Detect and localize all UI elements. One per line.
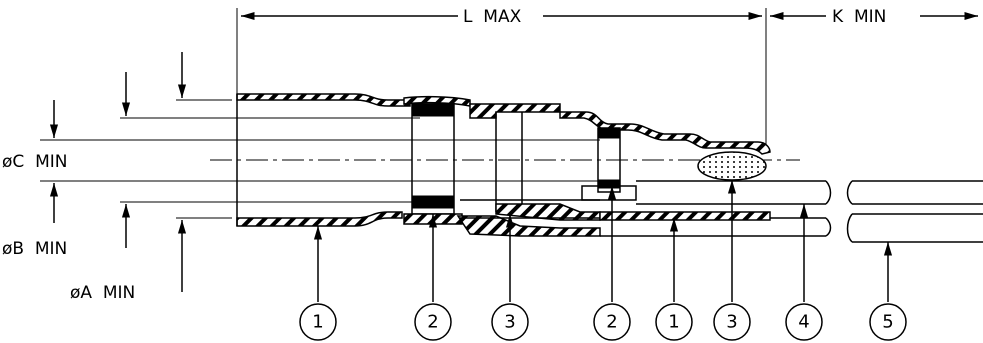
solder-ring-right bbox=[581, 127, 637, 201]
dia-b-label: øB MIN bbox=[2, 239, 67, 259]
svg-text:2: 2 bbox=[606, 312, 617, 333]
svg-text:5: 5 bbox=[882, 312, 893, 333]
dimension-dia-b: øB MIN bbox=[2, 72, 420, 259]
leader-lines bbox=[313, 180, 893, 302]
wire-left bbox=[460, 180, 832, 237]
dimension-dia-a: øA MIN bbox=[70, 52, 232, 303]
callout-balloon-7: 4 bbox=[785, 303, 823, 341]
svg-text:1: 1 bbox=[312, 312, 323, 333]
wire-right bbox=[846, 180, 983, 243]
taper-sleeve bbox=[559, 111, 771, 155]
dia-c-label: øC MIN bbox=[2, 152, 67, 172]
svg-text:2: 2 bbox=[427, 312, 438, 333]
callout-balloon-4: 2 bbox=[593, 303, 631, 341]
callout-balloon-3: 3 bbox=[491, 303, 529, 341]
callout-balloon-8: 5 bbox=[869, 303, 907, 341]
callout-balloon-2: 2 bbox=[414, 303, 452, 341]
inner-sleeve bbox=[456, 103, 601, 237]
l-max-label: L MAX bbox=[463, 7, 522, 27]
dimension-l-max: L MAX bbox=[236, 7, 767, 150]
callout-balloon-1: 1 bbox=[299, 303, 337, 341]
dimension-dia-c: øC MIN bbox=[2, 100, 600, 223]
outer-sleeve bbox=[236, 93, 411, 227]
svg-text:3: 3 bbox=[726, 312, 737, 333]
svg-text:4: 4 bbox=[798, 312, 809, 333]
svg-text:1: 1 bbox=[668, 312, 679, 333]
dia-a-label: øA MIN bbox=[70, 283, 135, 303]
k-min-label: K MIN bbox=[832, 7, 886, 27]
svg-text:3: 3 bbox=[504, 312, 515, 333]
callout-balloon-6: 3 bbox=[713, 303, 751, 341]
callout-balloon-5: 1 bbox=[655, 303, 693, 341]
dimension-k-min: K MIN bbox=[770, 7, 978, 27]
sealant-ring bbox=[697, 151, 767, 181]
